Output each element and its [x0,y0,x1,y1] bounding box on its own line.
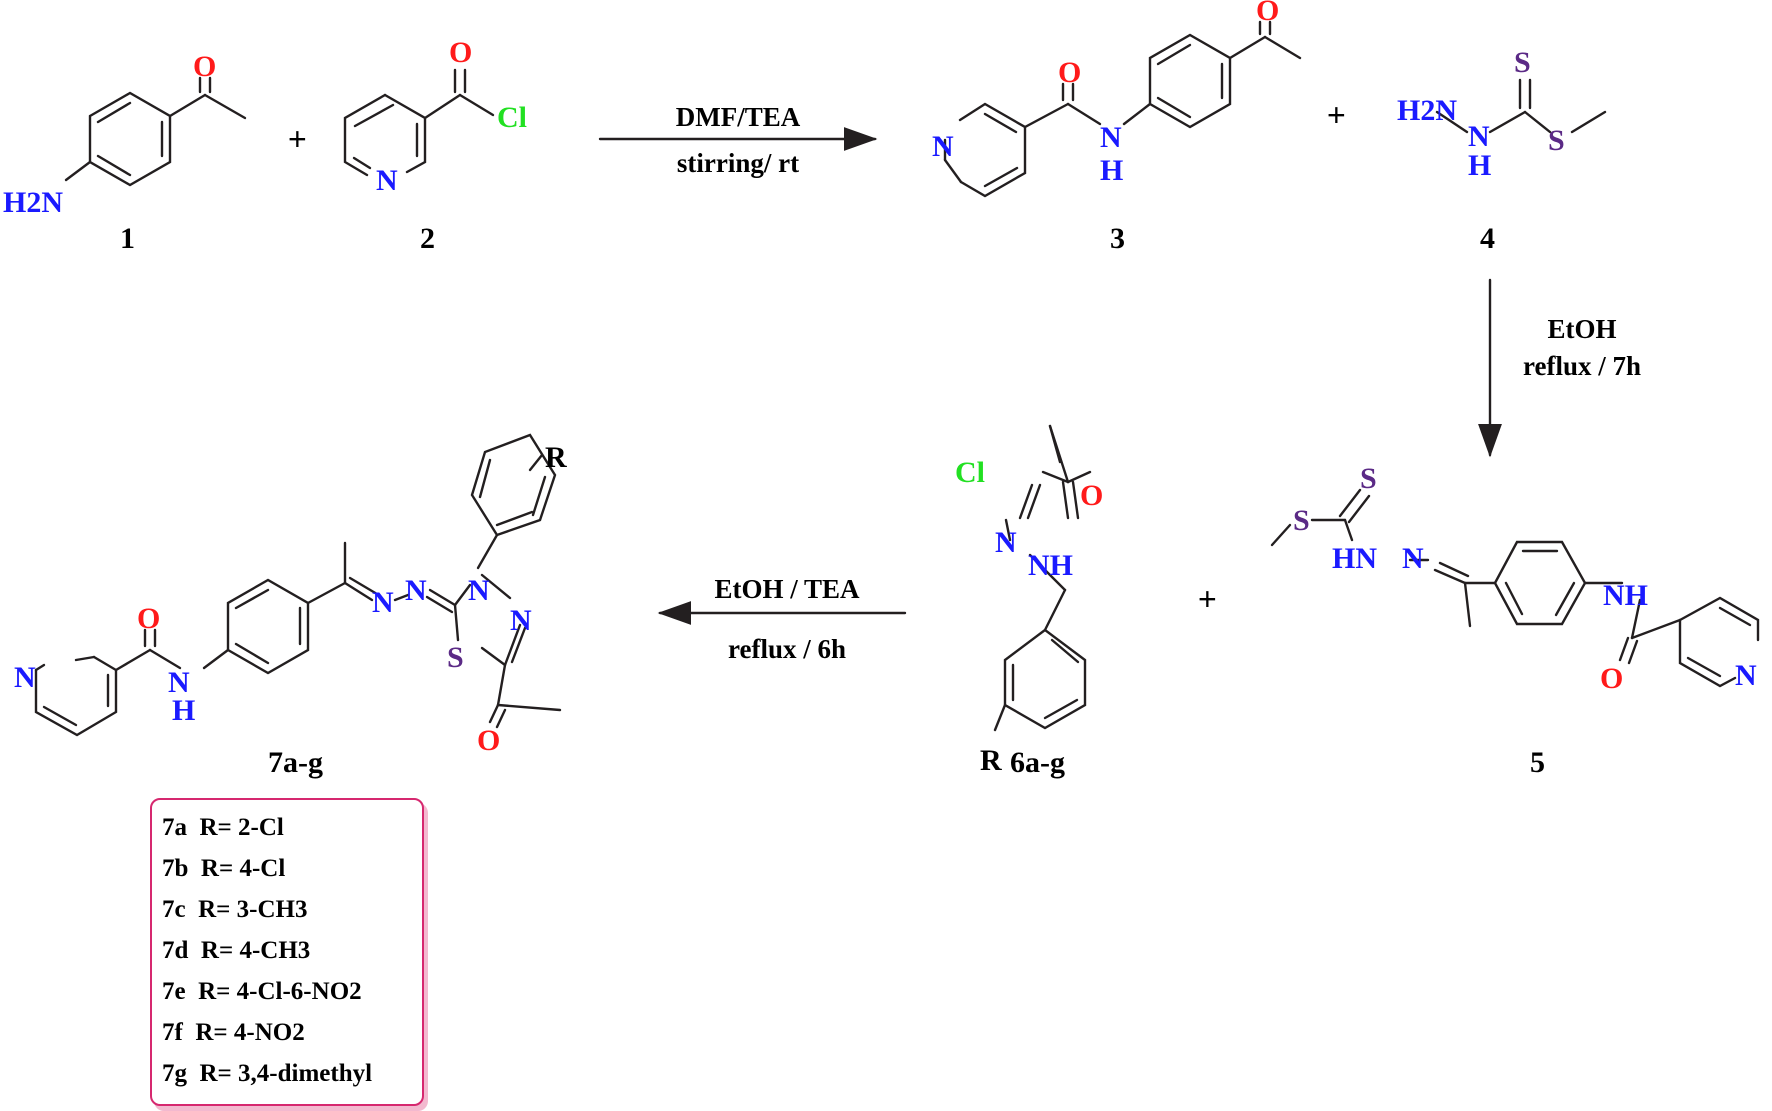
compound-5-structure: S S HN N NH O N [1270,462,1760,695]
atom-n: N [995,526,1017,559]
substituent-row: 7a R= 2-Cl [162,814,284,841]
atom-h: H [1468,149,1491,182]
substituent-row: 7d R= 4-CH3 [162,937,311,964]
atom-n3: N [468,574,490,607]
atom-nh: NH [1603,579,1648,612]
atom-r: R [980,744,1002,777]
atom-nh2: H2N [3,186,63,219]
atom-o: O [449,36,472,69]
compound-4-structure: H2N N H S S [1397,46,1607,182]
compound-label-5: 5 [1530,746,1545,779]
compound-2-structure: N O Cl [343,36,527,197]
atom-n: N [932,130,954,163]
atom-o: O [1080,479,1103,512]
atom-nh: N [168,666,190,699]
reaction-3-reagents: EtOH / TEA [714,574,860,604]
compound-label-7: 7a-g [268,746,323,779]
plus-sign: + [288,121,307,157]
atom-n: N [376,164,398,197]
atom-nh: NH [1028,549,1073,582]
plus-sign: + [1198,581,1217,617]
atom-h: H [1100,154,1123,187]
compound-7-structure: N O N H N N N N S O R [14,433,567,757]
compound-label-6: 6a-g [1010,746,1065,779]
atom-h: H [172,694,195,727]
atom-nh: N [1100,121,1122,154]
atom-s-thione: S [1514,46,1531,79]
atom-o: O [193,50,216,83]
atom-o: O [1600,662,1623,695]
atom-o-acetyl: O [1256,0,1279,27]
atom-n4: N [510,604,532,637]
atom-nh2: H2N [1397,94,1457,127]
atom-cl: Cl [497,101,527,134]
reaction-2-conditions: reflux / 7h [1523,351,1641,381]
atom-n: N [1402,542,1424,575]
atom-s-methyl: S [1293,504,1310,537]
atom-o-amide: O [1058,56,1081,89]
atom-r: R [545,441,567,474]
atom-s-methyl: S [1548,124,1565,157]
compound-1-structure: O H2N [3,50,247,219]
atom-n-pyridine: N [1735,659,1757,692]
compound-label-2: 2 [420,222,435,255]
atom-cl: Cl [955,456,985,489]
substituent-row: 7c R= 3-CH3 [162,896,308,923]
compound-label-4: 4 [1480,222,1495,255]
compound-label-3: 3 [1110,222,1125,255]
substituent-row: 7f R= 4-NO2 [162,1019,305,1046]
atom-nh: N [1468,120,1490,153]
compound-3-structure: N O N H O [932,0,1302,198]
atom-o-acetyl: O [477,724,500,757]
substituent-row: 7b R= 4-Cl [162,855,286,882]
substituent-table: 7a R= 2-Cl 7b R= 4-Cl 7c R= 3-CH3 7d R= … [150,798,424,1106]
atom-hn: HN [1332,542,1377,575]
compound-label-1: 1 [120,222,135,255]
plus-sign: + [1327,97,1346,133]
reaction-2-reagents: EtOH [1547,314,1616,344]
reaction-3-conditions: reflux / 6h [728,634,846,664]
substituent-row: 7g R= 3,4-dimethyl [162,1060,373,1087]
atom-s-thione: S [1360,462,1377,495]
substituent-row: 7e R= 4-Cl-6-NO2 [162,978,362,1005]
atom-n-pyridine: N [14,661,36,694]
atom-n1: N [372,586,394,619]
reaction-1-conditions: stirring/ rt [677,148,799,178]
atom-s: S [447,641,464,674]
atom-n2: N [405,574,427,607]
compound-6-structure: Cl O N NH R [955,424,1103,777]
atom-o-amide: O [137,602,160,635]
reaction-1-reagents: DMF/TEA [676,102,801,132]
